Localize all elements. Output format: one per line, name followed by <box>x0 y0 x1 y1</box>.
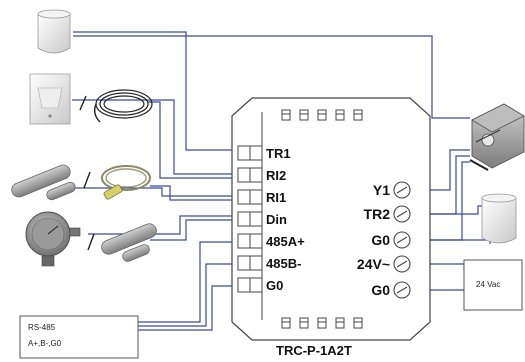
right-screw-terminals <box>393 181 411 299</box>
strap-probe-icon <box>101 165 151 200</box>
rs485-label: RS-485 <box>28 323 56 332</box>
pressure-gauge-icon <box>25 211 81 267</box>
terminal-label-tr2: TR2 <box>363 206 390 222</box>
terminal-label-ri1: RI1 <box>266 190 287 205</box>
terminal-label-din: Din <box>266 212 287 227</box>
motion-sensor-icon <box>29 73 71 125</box>
power-label: 24 Vac <box>476 280 501 289</box>
rs485-box <box>19 315 139 359</box>
rs485-pins-label: A+,B-,G0 <box>28 339 62 348</box>
device-model-label: TRC-P-1A2T <box>276 343 352 358</box>
terminal-label-y1: Y1 <box>372 182 390 198</box>
terminal-label-g0-right-1: G0 <box>371 232 390 248</box>
terminal-label-g0-right-2: G0 <box>371 282 390 298</box>
pipe-probe-icon <box>93 89 153 123</box>
terminal-label-ri2: RI2 <box>266 168 287 183</box>
contact-sensor-icon <box>11 164 76 201</box>
valve-actuator-icon <box>481 193 517 244</box>
room-sensor-icon <box>37 9 71 54</box>
terminal-label-tr1: TR1 <box>266 146 291 161</box>
terminal-label-485a: 485A+ <box>266 234 305 249</box>
terminal-label-24v: 24V~ <box>356 256 390 272</box>
contact-sensor-icon <box>101 223 157 262</box>
power-box <box>463 259 523 311</box>
top-terminal-blocks <box>281 109 363 121</box>
bottom-terminal-blocks <box>281 317 363 329</box>
terminal-label-g0-left: G0 <box>266 278 284 293</box>
damper-actuator-icon <box>469 103 525 171</box>
controller-body <box>231 97 431 341</box>
left-terminal-squares <box>237 145 263 293</box>
terminal-label-485b: 485B- <box>266 256 302 271</box>
